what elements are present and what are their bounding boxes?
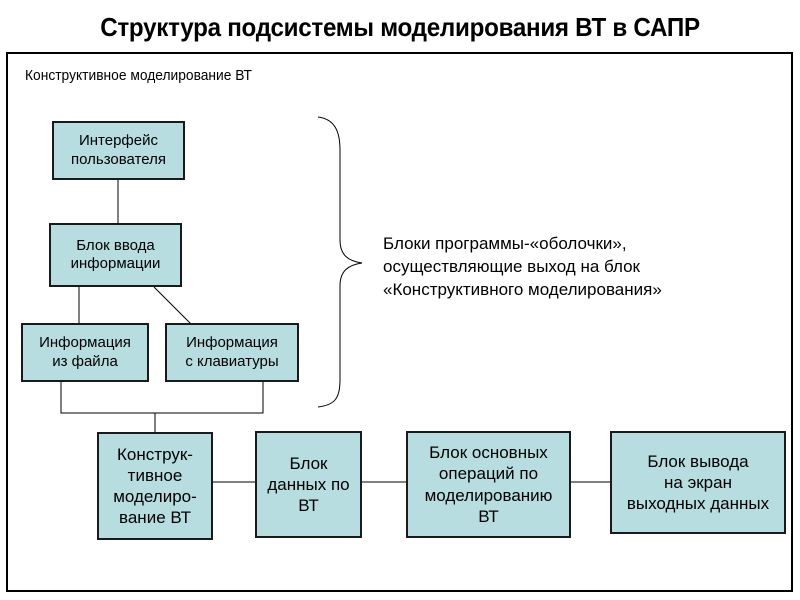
- operations-block-box: Блок основных операций по моделированию …: [406, 431, 571, 538]
- user-interface-box: Интерфейс пользователя: [52, 121, 185, 180]
- connector-input-keyboard: [153, 286, 192, 325]
- brace-note: Блоки программы-«оболочки», осуществляющ…: [383, 234, 662, 299]
- connector-merge: [60, 382, 264, 414]
- file-info-box: Информация из файла: [21, 323, 149, 382]
- keyboard-info-box: Информация с клавиатуры: [165, 323, 299, 382]
- curly-brace-icon: [317, 116, 363, 408]
- modeling-frame: [6, 52, 793, 592]
- page-title: Структура подсистемы моделирования ВТ в …: [100, 12, 700, 42]
- constructive-modeling-box: Конструк- тивное моделиро- вание ВТ: [97, 432, 213, 540]
- output-block-box: Блок вывода на экран выходных данных: [610, 431, 786, 534]
- frame-label: Конструктивное моделирование ВТ: [25, 67, 252, 84]
- data-block-box: Блок данных по ВТ: [255, 431, 362, 538]
- input-block-box: Блок ввода информации: [49, 223, 182, 287]
